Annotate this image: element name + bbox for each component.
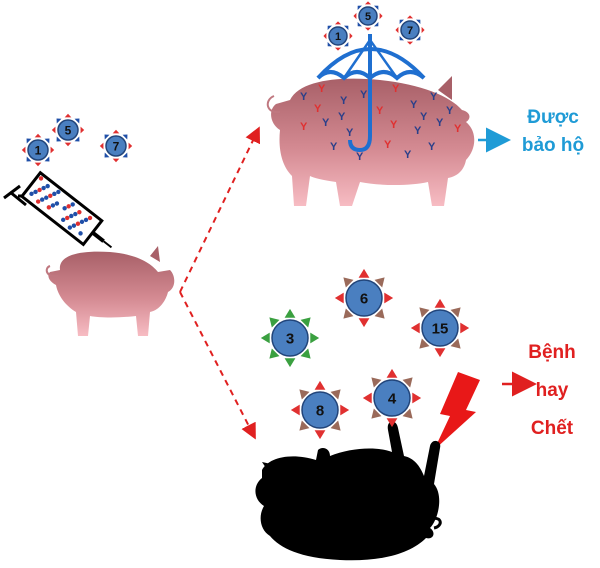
vaccine-particle xyxy=(77,209,82,215)
vaccine-particle xyxy=(66,204,71,209)
challenge-virus-icon-label: 15 xyxy=(432,320,449,337)
antibody-icon: Y xyxy=(420,111,428,123)
challenge-virus-icon: 15 xyxy=(410,298,470,358)
antibody-icon: Y xyxy=(346,127,354,139)
vaccine-particle xyxy=(52,191,57,197)
vaccine-particle xyxy=(83,217,89,223)
challenge-virus-icon-label: 6 xyxy=(360,290,368,307)
challenge-virus-icon-label: 8 xyxy=(316,402,324,419)
protected-label-line-1: Được xyxy=(527,107,579,128)
vaccine-particle xyxy=(75,221,81,226)
antibody-icon: Y xyxy=(330,141,338,153)
antibody-icon: Y xyxy=(410,99,418,111)
dashed-arrow-up xyxy=(179,126,261,293)
disease-label: Bệnh hay Chết xyxy=(504,334,600,448)
vaccine-particle xyxy=(69,213,74,219)
vaccine-virus-icon: 7 xyxy=(99,129,133,163)
antibody-icon: Y xyxy=(318,83,326,95)
antibody-icon: Y xyxy=(340,95,348,107)
vaccine-particle xyxy=(35,199,41,204)
blocked-virus-icon: 5 xyxy=(353,1,383,31)
vaccine-particle xyxy=(71,223,77,228)
vaccine-particle xyxy=(56,189,61,195)
vaccine-particle xyxy=(54,201,60,206)
disease-label-line-3: Chết xyxy=(530,418,574,439)
vaccine-virus-icon-label: 5 xyxy=(65,123,72,137)
blocked-virus-icon-label: 7 xyxy=(407,25,413,37)
vaccine-particle xyxy=(48,193,53,198)
antibody-icon: Y xyxy=(414,125,422,137)
antibody-icon: Y xyxy=(314,103,322,115)
antibody-icon: Y xyxy=(430,91,438,103)
vaccine-particle xyxy=(40,197,45,202)
syringe-icon xyxy=(3,170,113,249)
vaccine-particle xyxy=(44,195,49,200)
antibody-icon: Y xyxy=(454,123,462,135)
challenge-virus-icon: 6 xyxy=(334,268,394,328)
vaccine-particle xyxy=(70,202,75,207)
vaccine-virus-icon-label: 1 xyxy=(35,143,42,157)
vaccine-particle xyxy=(29,191,34,196)
antibody-icon: Y xyxy=(390,119,398,131)
vaccine-virus-icon: 5 xyxy=(51,113,85,147)
disease-label-line-1: Bệnh xyxy=(528,342,576,363)
challenge-virus-icon: 3 xyxy=(260,308,320,368)
antibody-icon: Y xyxy=(322,117,330,129)
antibody-icon: Y xyxy=(404,149,412,161)
dashed-arrow-down xyxy=(179,291,256,440)
antibody-icon: Y xyxy=(356,151,364,163)
antibody-icon: Y xyxy=(376,105,384,117)
challenge-virus-icon: 8 xyxy=(290,380,350,440)
protected-label: Được bảo hộ xyxy=(508,104,598,160)
antibody-icon: Y xyxy=(360,89,368,101)
antibody-icon: Y xyxy=(436,117,444,129)
vaccine-particle xyxy=(73,211,78,217)
disease-label-line-2: hay xyxy=(535,380,569,401)
antibody-icon: Y xyxy=(338,111,346,123)
antibody-icon: Y xyxy=(446,105,454,117)
vaccine-particle xyxy=(41,185,46,191)
antibody-icon: Y xyxy=(392,83,400,95)
lightning-icon xyxy=(434,372,480,450)
vaccine-particle xyxy=(65,215,70,221)
vaccine-particle xyxy=(33,189,38,195)
blocked-virus-icon-label: 5 xyxy=(365,11,371,23)
antibody-icon: Y xyxy=(384,139,392,151)
umbrella-icon xyxy=(316,34,426,153)
vaccine-particle xyxy=(78,231,83,236)
vaccine-particle xyxy=(37,187,42,193)
blocked-virus-icon: 1 xyxy=(323,21,353,51)
challenge-virus-icon-label: 4 xyxy=(388,390,397,407)
vaccine-particle xyxy=(87,215,93,221)
vaccine-particle xyxy=(62,206,67,211)
vaccine-virus-icon-label: 7 xyxy=(113,139,120,153)
small-pig-icon xyxy=(45,246,175,336)
challenge-virus-icon: 4 xyxy=(362,368,422,428)
blocked-virus-icon-label: 1 xyxy=(335,31,341,43)
vaccine-particle xyxy=(46,205,52,210)
vaccine-particle xyxy=(79,219,85,224)
antibody-icon: Y xyxy=(300,91,308,103)
vaccine-particle xyxy=(45,183,50,189)
vaccine-particle xyxy=(61,217,66,223)
vaccine-particle xyxy=(38,176,44,181)
challenge-virus-icon-label: 3 xyxy=(286,330,294,347)
vaccine-particle xyxy=(50,203,56,208)
protected-label-line-2: bảo hộ xyxy=(521,135,585,156)
blocked-virus-icon: 7 xyxy=(395,15,425,45)
vaccine-particle xyxy=(67,225,73,230)
antibody-icon: Y xyxy=(300,121,308,133)
antibody-icon: Y xyxy=(428,141,436,153)
dead-pig-icon xyxy=(255,421,442,561)
vaccine-virus-icon: 1 xyxy=(21,133,55,167)
